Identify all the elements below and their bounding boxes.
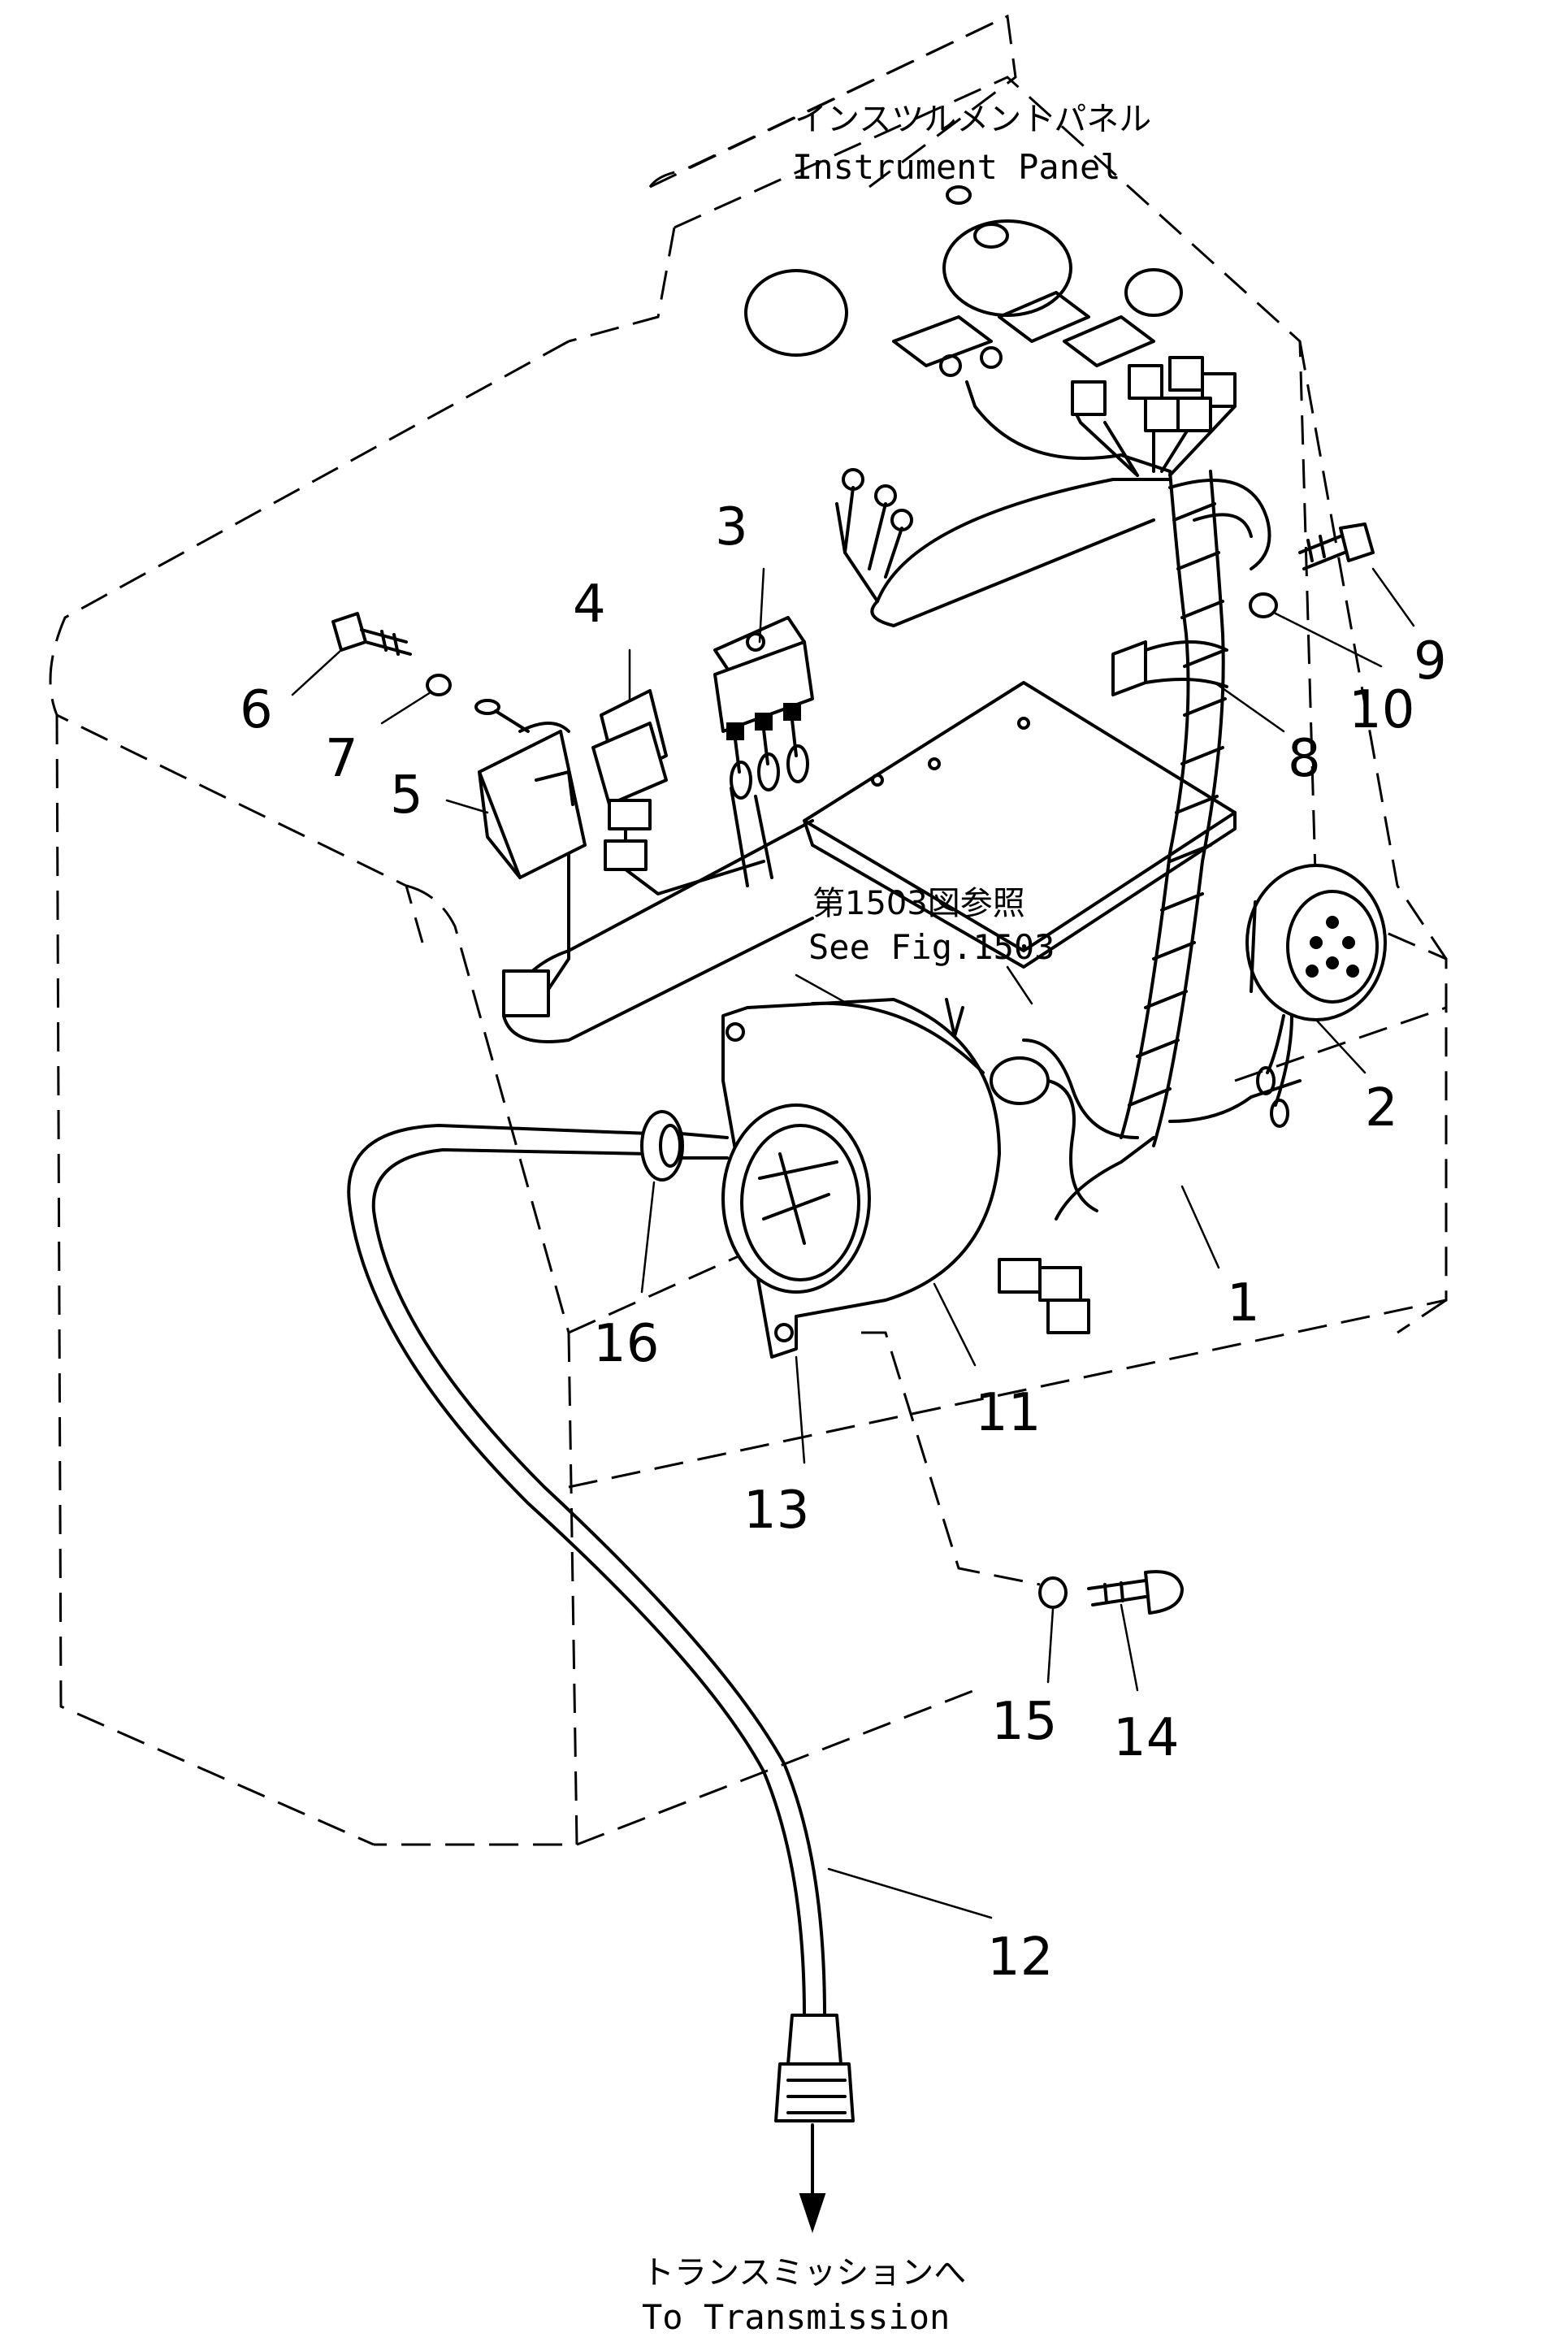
washer-7 — [426, 674, 452, 696]
callout-12: 12 — [987, 1927, 1053, 1988]
bolt-6 — [331, 612, 412, 656]
callout-6: 6 — [240, 680, 273, 740]
callout-2: 2 — [1365, 1078, 1398, 1138]
instrument-panel-jp-label: インスツルメントパネル — [795, 101, 1151, 138]
instrument-panel — [744, 185, 1183, 367]
console-outline — [49, 14, 1448, 1846]
grommet-16 — [640, 1110, 729, 1182]
callout-4: 4 — [573, 574, 606, 635]
leader-lines — [291, 567, 1415, 1919]
callout-13: 13 — [743, 1481, 809, 1541]
relay-4 — [591, 689, 668, 871]
callout-15: 15 — [991, 1692, 1057, 1752]
instrument-panel-en-label: Instrument Panel — [792, 147, 1121, 187]
arrow-to-transmission — [799, 2123, 826, 2234]
washer-15 — [1038, 1576, 1068, 1609]
buzzer — [1245, 864, 1387, 1128]
callout-8: 8 — [1288, 729, 1321, 789]
washer-10 — [1249, 592, 1278, 618]
to-transmission-en-label: To Transmission — [642, 2297, 950, 2337]
callout-3: 3 — [715, 497, 748, 557]
bolt-9 — [1298, 522, 1375, 570]
callout-7: 7 — [325, 729, 358, 789]
meter-11 — [721, 998, 1001, 1359]
controller-5 — [474, 699, 587, 879]
callout-1: 1 — [1227, 1273, 1260, 1333]
wiring-harness — [502, 346, 1302, 1334]
callout-10: 10 — [1349, 680, 1414, 740]
mounting-plate — [803, 681, 1237, 969]
clamp-8 — [1111, 640, 1228, 696]
see-fig-jp-label: 第1503図参照 — [812, 885, 1025, 922]
callout-numbers: 1 2 3 4 5 6 7 8 9 10 11 12 13 14 15 16 — [240, 497, 1447, 1988]
relay — [713, 616, 814, 800]
callout-16: 16 — [593, 1314, 659, 1374]
see-fig-en-label: See Fig.1503 — [808, 927, 1055, 967]
to-transmission-jp-label: トランスミッションへ — [642, 2254, 966, 2291]
callout-14: 14 — [1113, 1708, 1179, 1768]
callout-5: 5 — [390, 765, 423, 826]
text-labels: インスツルメントパネル Instrument Panel 第1503図参照 Se… — [642, 101, 1151, 2337]
speedometer-cable — [347, 1124, 855, 2122]
bolt-14 — [1087, 1570, 1184, 1615]
callout-11: 11 — [975, 1383, 1041, 1443]
callout-9: 9 — [1414, 631, 1447, 692]
